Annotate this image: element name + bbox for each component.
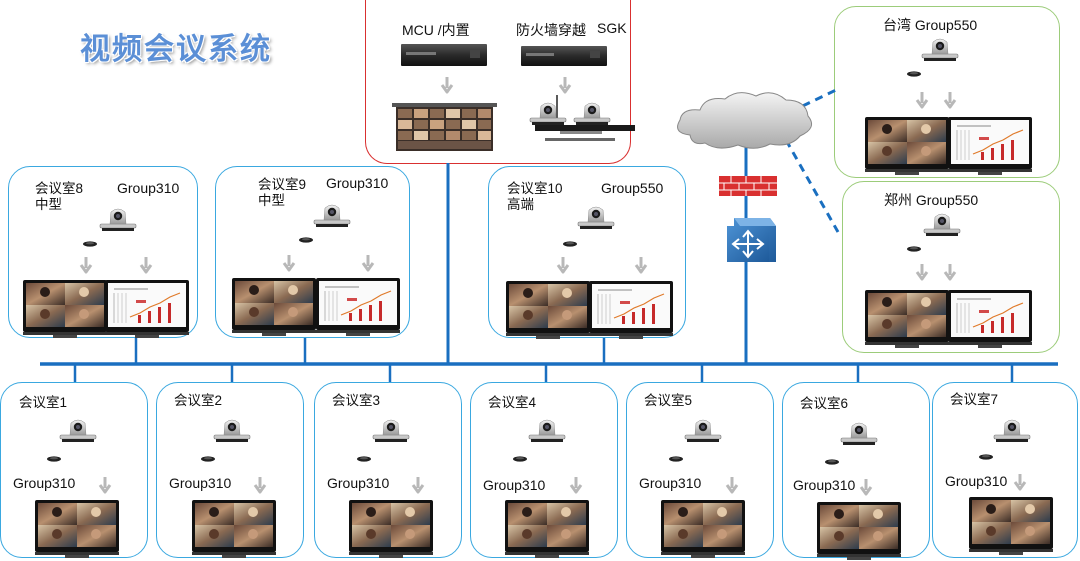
room-2: 会议室2 Group310 [156, 382, 304, 558]
room-device: Group310 [117, 180, 180, 196]
room-size: 高端 [507, 197, 534, 212]
mpls-label: MPLS [716, 120, 749, 134]
room-name: 会议室10 [507, 181, 563, 196]
room-device: Group310 [483, 477, 546, 493]
room-device: Group310 [945, 473, 1008, 489]
room-size: 中型 [258, 193, 285, 208]
mcu-label: MCU /内置 [402, 22, 470, 38]
room-device: Group550 [601, 180, 664, 196]
room-name: 会议室3 [332, 393, 381, 408]
branch-zhengzhou: 郑州 Group550 [842, 181, 1060, 353]
sgk-label: SGK [597, 20, 627, 36]
room-size: 中型 [35, 197, 62, 212]
room-name: 会议室5 [644, 393, 693, 408]
room-name: 会议室2 [174, 393, 223, 408]
room-name: 会议室9 [258, 177, 307, 192]
mpls-links [744, 88, 840, 262]
room-device: Group310 [327, 475, 390, 491]
room-10: 会议室10 高端 Group550 [488, 166, 686, 338]
firewall-icon [719, 176, 777, 196]
branch-label: 郑州 Group550 [884, 192, 979, 208]
room-1: 会议室1 Group310 [0, 382, 148, 558]
firewall-traversal-label: 防火墙穿越 [516, 22, 586, 38]
router-icon [727, 218, 776, 262]
branch-taiwan: 台湾 Group550 [834, 6, 1060, 178]
room-name: 会议室7 [950, 392, 999, 407]
room-device: Group310 [793, 477, 856, 493]
room-7: 会议室7 Group310 [932, 382, 1078, 558]
room-name: 会议室1 [19, 395, 68, 410]
room-name: 会议室6 [800, 396, 849, 411]
room-9: 会议室9 中型 Group310 [215, 166, 410, 338]
room-name: 会议室4 [488, 395, 537, 410]
mcu-box: MCU /内置 防火墙穿越 SGK [365, 0, 631, 164]
room-8: 会议室8 中型 Group310 [8, 166, 198, 338]
branch-label: 台湾 Group550 [883, 17, 978, 33]
room-5: 会议室5 Group310 [626, 382, 774, 558]
room-device: Group310 [639, 475, 702, 491]
room-device: Group310 [326, 175, 389, 191]
room-6: 会议室6 Group310 [782, 382, 930, 558]
page-title: 视频会议系统 [80, 32, 272, 67]
room-4: 会议室4 Group310 [470, 382, 618, 558]
room-device: Group310 [13, 475, 76, 491]
room-3: 会议室3 Group310 [314, 382, 462, 558]
room-name: 会议室8 [35, 181, 84, 196]
room-device: Group310 [169, 475, 232, 491]
